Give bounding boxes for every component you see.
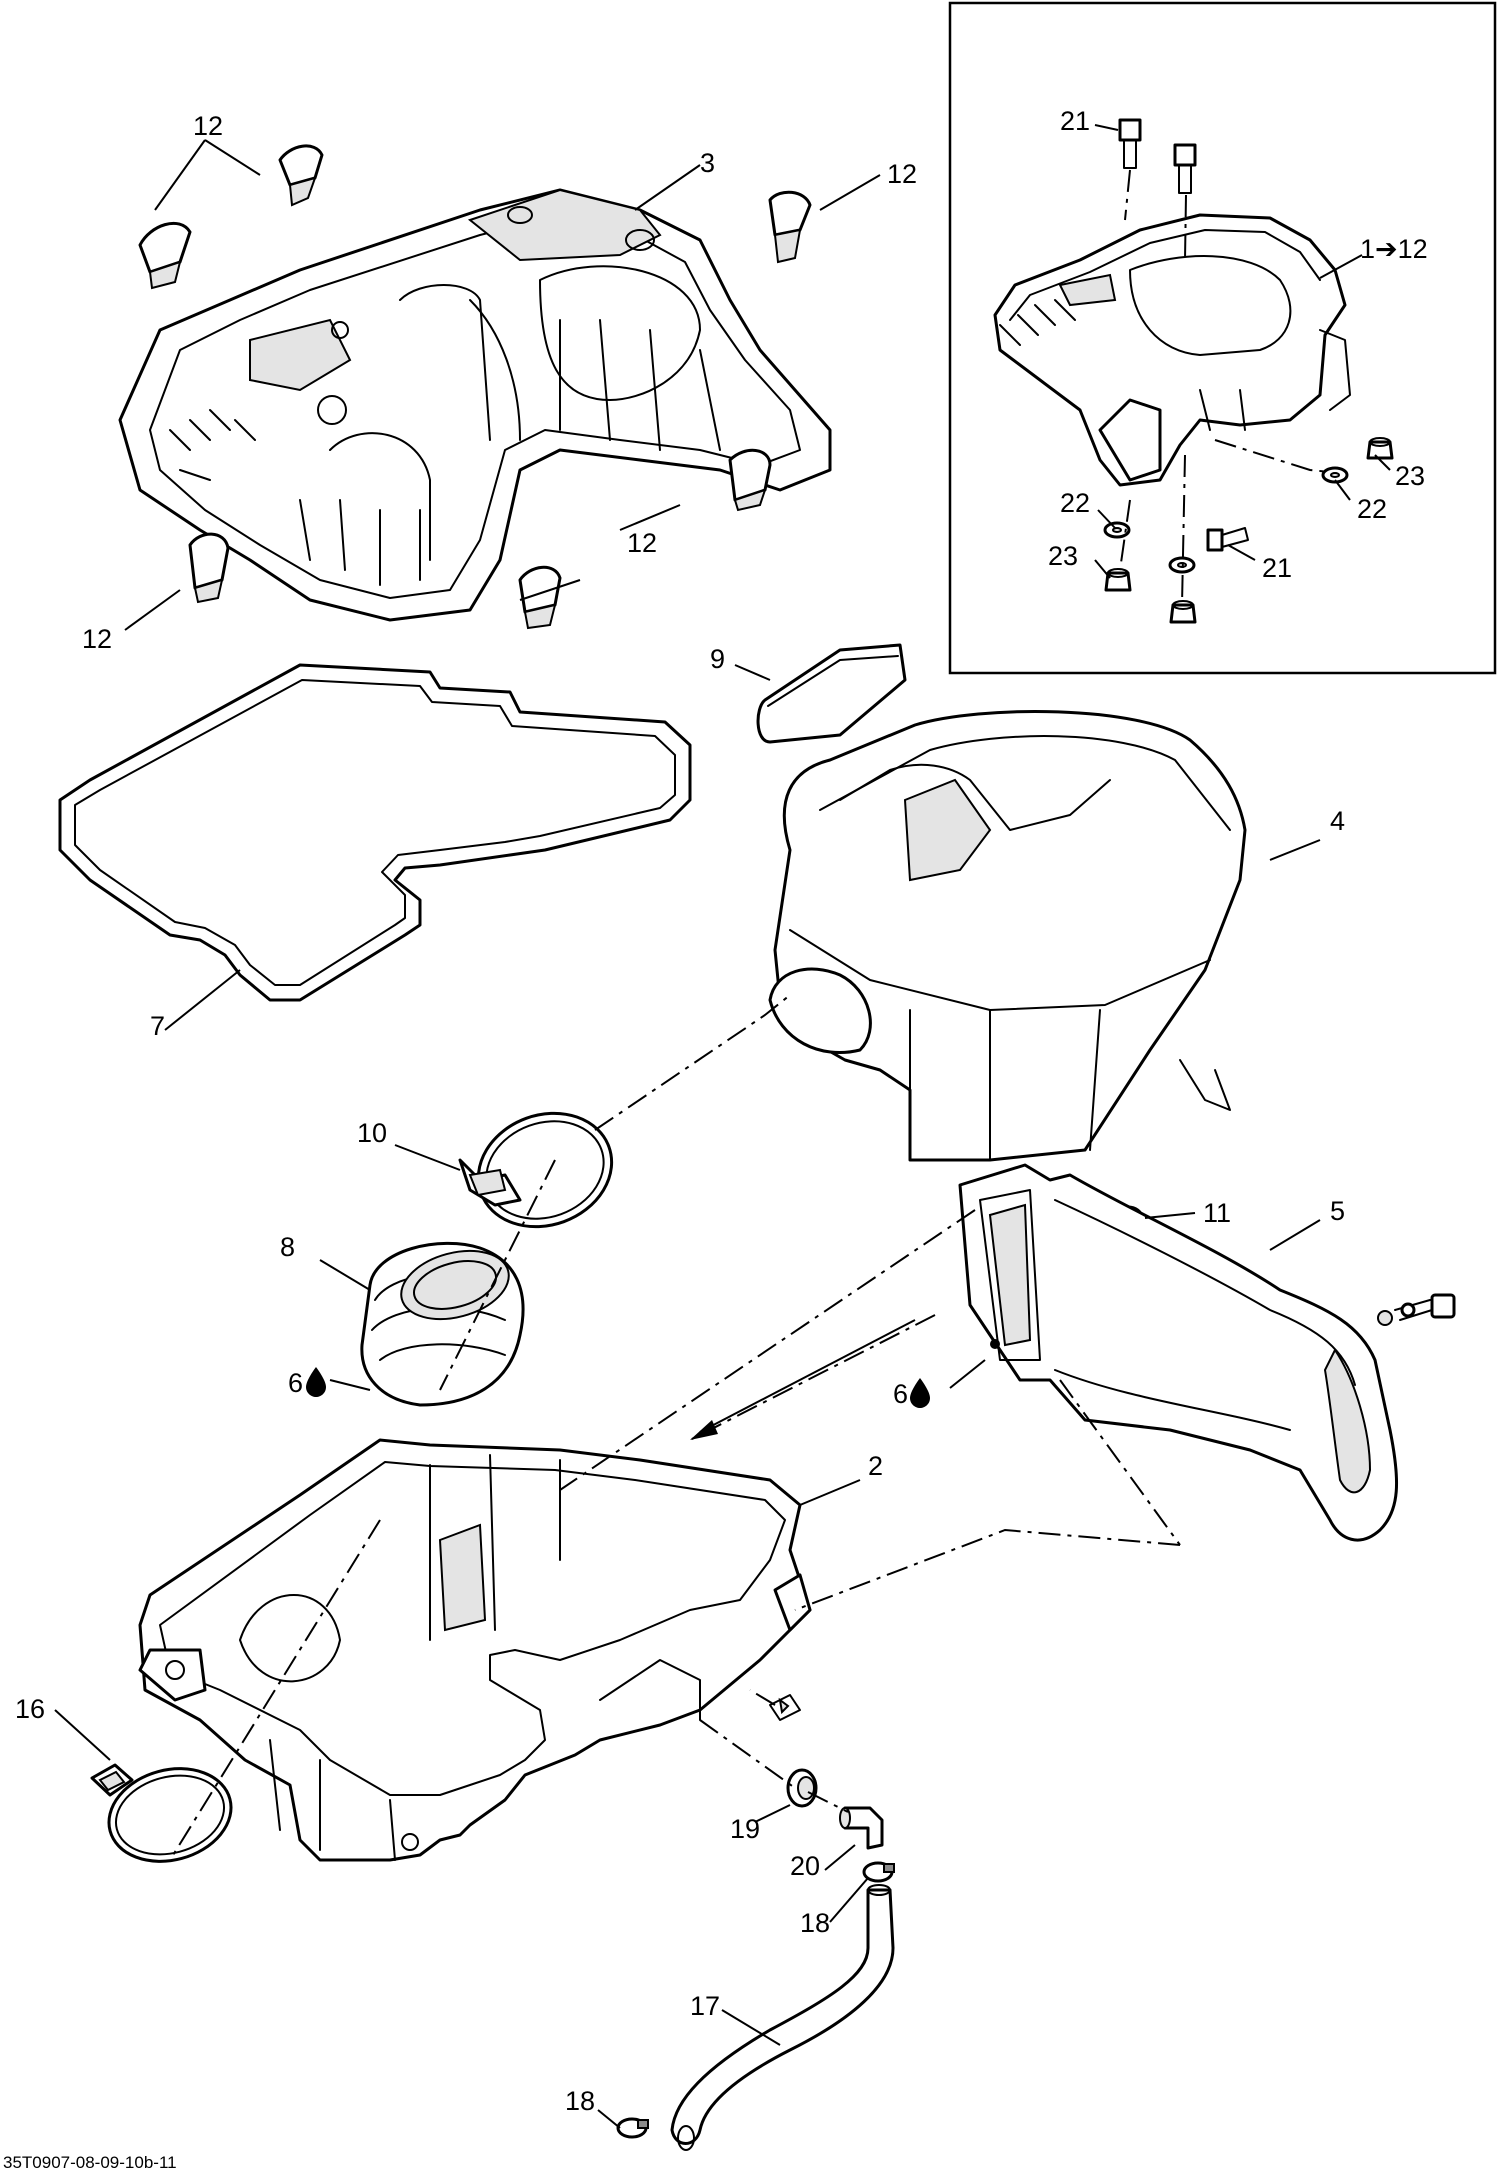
assembly-direction-arrowhead <box>690 1420 718 1440</box>
part-2-airbox-base <box>138 1438 812 1862</box>
callout-23: 23 <box>1048 541 1078 571</box>
callout-21: 21 <box>1262 553 1292 583</box>
clip-12-upper-left-b <box>278 144 324 207</box>
part-19-grommet <box>786 1768 818 1808</box>
duct-screw <box>1377 1293 1456 1326</box>
clip-12-lower-mid <box>518 565 562 630</box>
inset-washer-22-left <box>1103 521 1131 539</box>
part-8-adaptor <box>360 1241 525 1407</box>
document-id: 35T0907-08-09-10b-11 <box>3 2153 177 2172</box>
callout-6: 6 <box>288 1368 303 1398</box>
callout-5: 5 <box>1330 1196 1345 1226</box>
inset-assembly <box>993 213 1351 487</box>
part-10-clamp <box>458 1111 614 1229</box>
inset-nut-23-center <box>1169 600 1197 624</box>
oil-drop-icon-a <box>306 1367 326 1397</box>
callout-20: 20 <box>790 1851 820 1881</box>
callout-8: 8 <box>280 1232 295 1262</box>
inset-bolt-21-upper-b <box>1173 143 1197 194</box>
part-17-drain-hose <box>670 1884 895 2151</box>
callout-19: 19 <box>730 1814 760 1844</box>
assembly-center-lines <box>169 169 1331 1861</box>
inset-bolt-21-upper <box>1118 118 1142 169</box>
callout-2: 2 <box>868 1451 883 1481</box>
callout-21: 21 <box>1060 106 1090 136</box>
callout-18: 18 <box>800 1908 830 1938</box>
callout-9: 9 <box>710 644 725 674</box>
clip-12-lower-left <box>188 532 230 604</box>
clip-12-right-mid <box>728 449 772 512</box>
assembly-direction-arrow <box>699 1319 916 1433</box>
callout-leaders <box>54 124 1391 2129</box>
clip-12-upper-right <box>768 190 812 264</box>
callout-12: 12 <box>193 111 223 141</box>
part-18-hose-clamp-upper <box>862 1861 895 1883</box>
callout-11: 11 <box>1203 1198 1231 1228</box>
callout-7: 7 <box>150 1011 165 1041</box>
oil-drop-icon-b <box>910 1378 930 1408</box>
callout-22: 22 <box>1060 488 1090 518</box>
part-4-silencer <box>768 710 1247 1162</box>
callout-1-to-12: 1➔12 <box>1360 234 1428 264</box>
callout-18: 18 <box>565 2086 595 2116</box>
part-3-airbox-cover <box>118 188 832 622</box>
callout-16: 16 <box>15 1694 45 1724</box>
part-7-gasket <box>58 663 692 1002</box>
callout-17: 17 <box>690 1991 720 2021</box>
part-5-intake-duct <box>958 1163 1398 1542</box>
part-18-hose-clamp-lower <box>616 2117 649 2139</box>
callout-6: 6 <box>893 1379 908 1409</box>
part-9-pad <box>756 643 907 744</box>
base-side-clip <box>769 1694 801 1721</box>
inset-frame <box>948 1 1497 675</box>
callout-12: 12 <box>627 528 657 558</box>
callout-23: 23 <box>1395 461 1425 491</box>
callout-10: 10 <box>357 1118 387 1148</box>
part-20-elbow-fitting <box>839 1806 884 1850</box>
callout-12: 12 <box>82 624 112 654</box>
callout-4: 4 <box>1330 806 1345 836</box>
callout-12: 12 <box>887 159 917 189</box>
inset-washer-22-right <box>1321 466 1349 484</box>
callout-labels: 12 3 12 12 12 7 9 4 10 11 5 8 6 6 2 16 1… <box>3 106 1428 2172</box>
inset-bolt-21-lower <box>1206 527 1249 552</box>
part-16-clamp <box>90 1763 233 1863</box>
clips-12 <box>138 144 812 630</box>
callout-3: 3 <box>700 148 715 178</box>
clip-12-upper-left-a <box>138 221 192 290</box>
callout-22: 22 <box>1357 494 1387 524</box>
inset-nut-23-left <box>1104 568 1132 592</box>
inset-nut-23-right <box>1366 437 1394 460</box>
